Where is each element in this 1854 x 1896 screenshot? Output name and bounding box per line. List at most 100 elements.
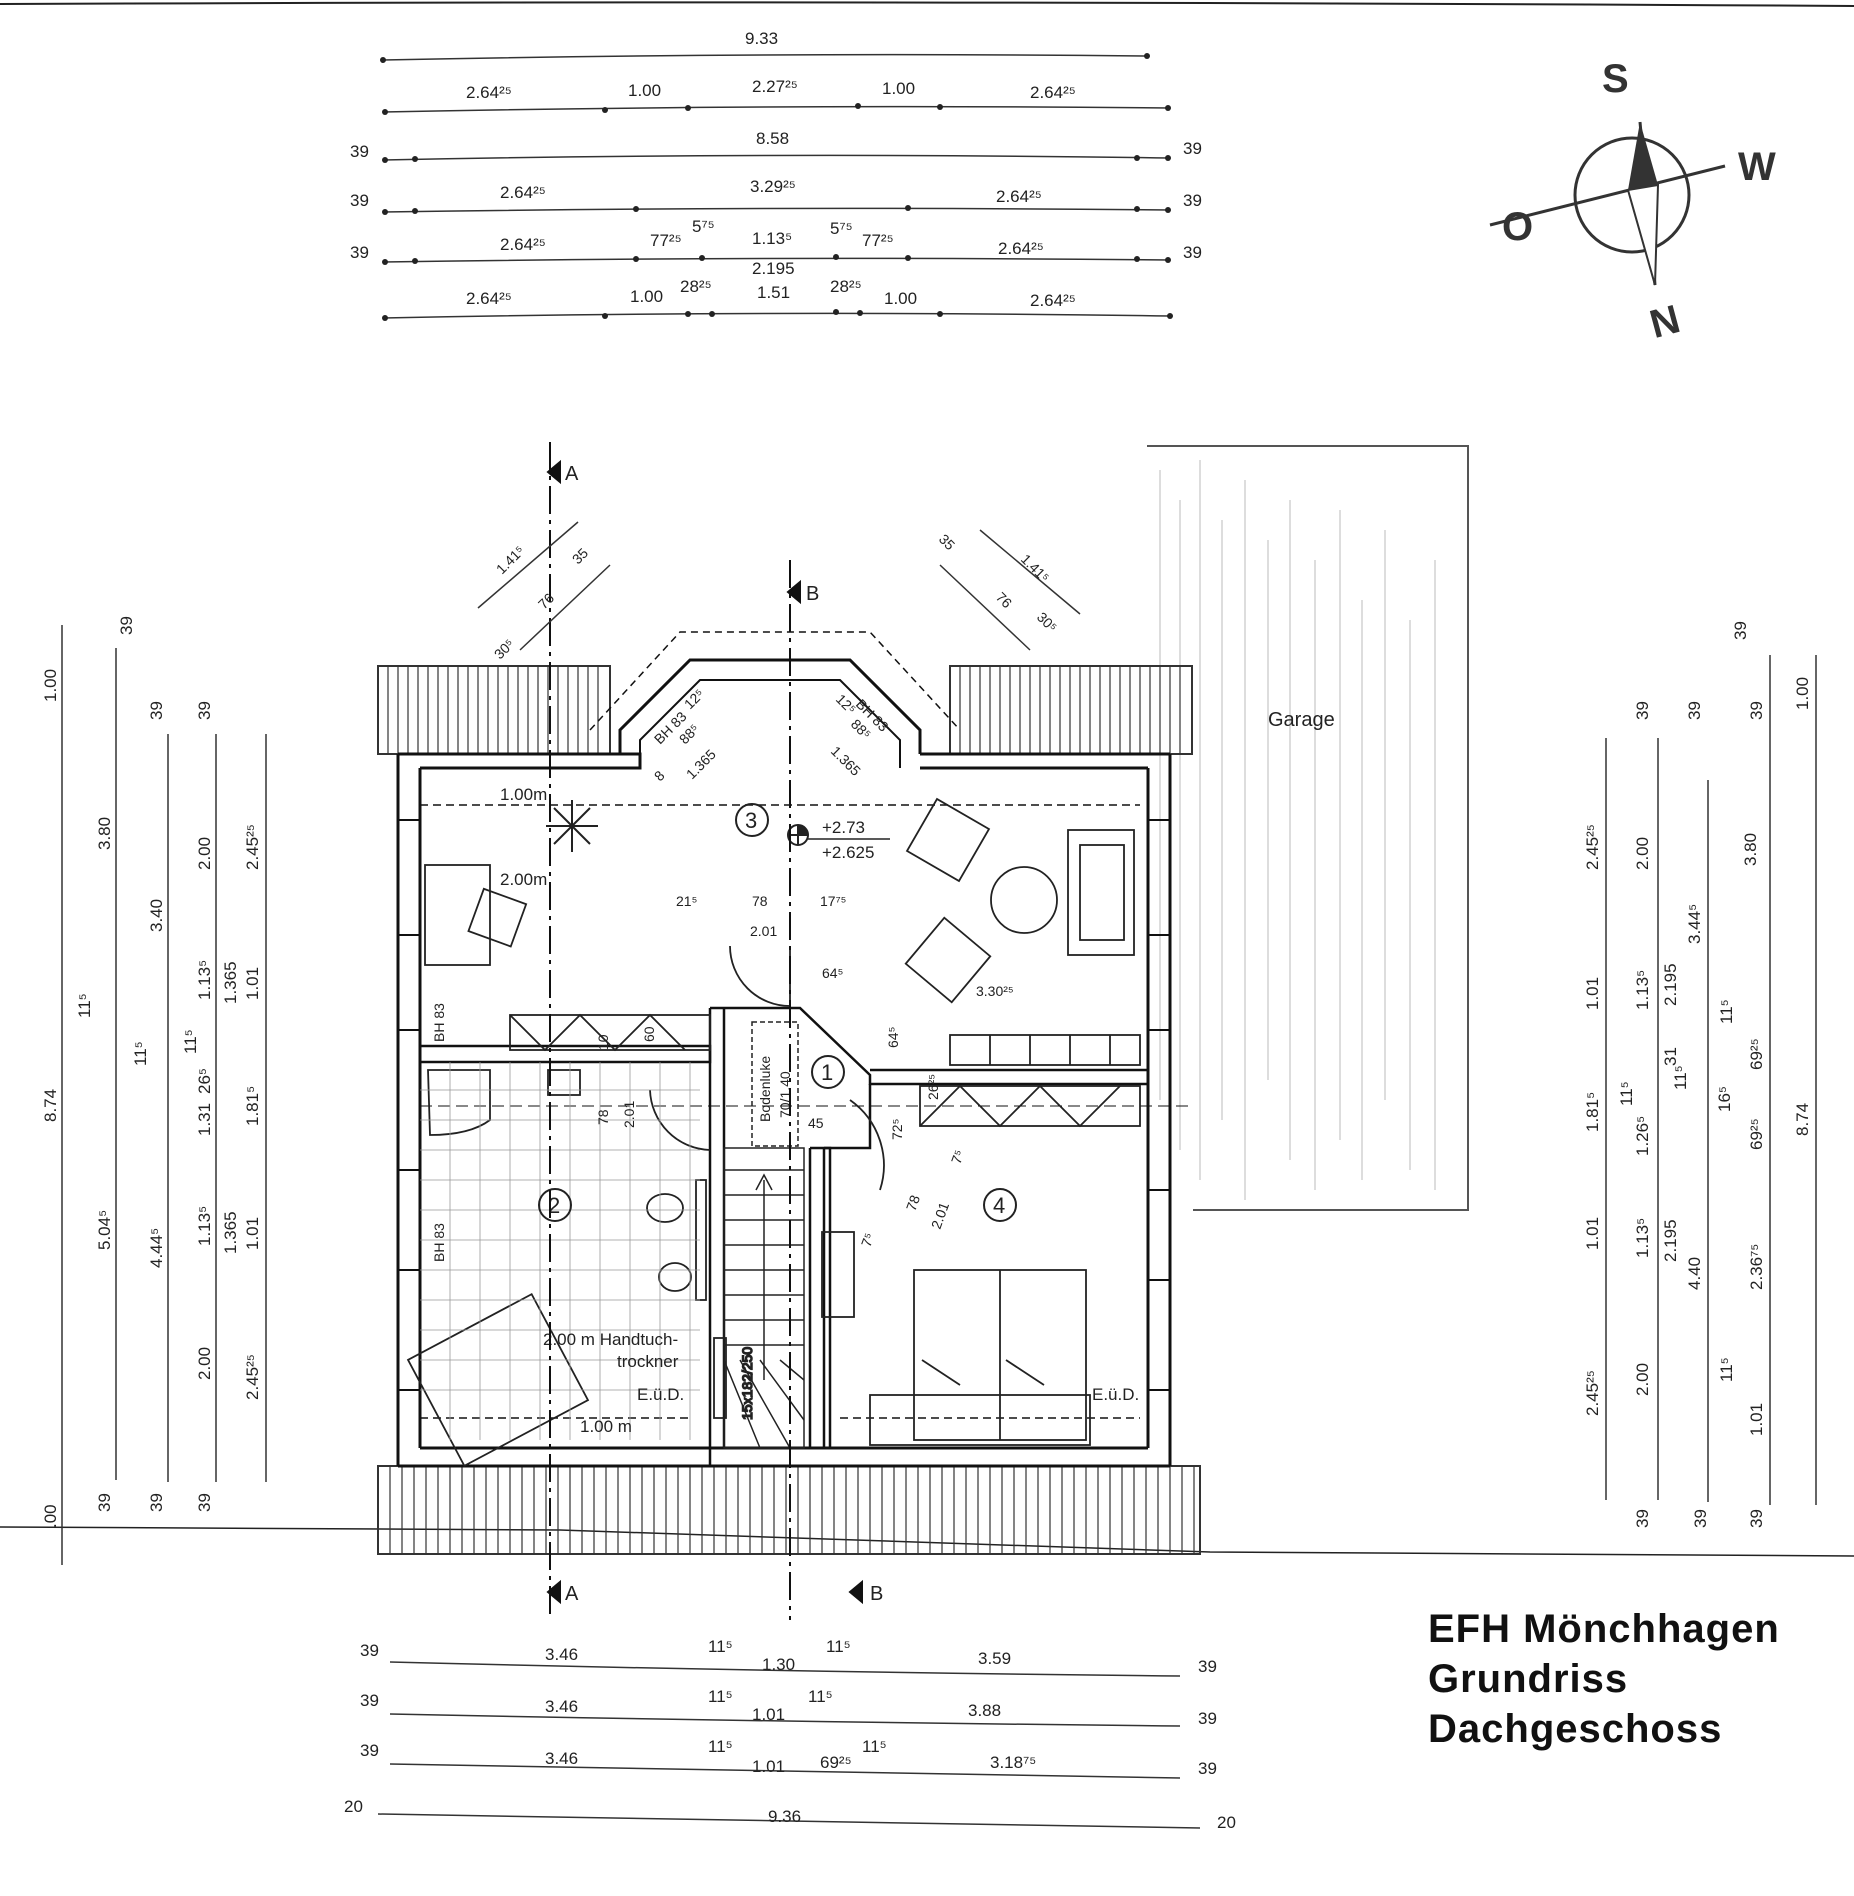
sink <box>547 1069 581 1096</box>
svg-text:1.30: 1.30 <box>762 1655 795 1674</box>
svg-text:7⁵: 7⁵ <box>948 1148 968 1166</box>
svg-text:1.13⁵: 1.13⁵ <box>195 960 214 1000</box>
light-fixture-icon <box>546 800 598 852</box>
svg-text:39: 39 <box>1633 701 1652 720</box>
svg-text:3.88: 3.88 <box>968 1701 1001 1720</box>
svg-text:69²⁵: 69²⁵ <box>820 1753 852 1772</box>
svg-text:39: 39 <box>1685 701 1704 720</box>
top-dim: 39 <box>1183 139 1202 158</box>
top-dim: 1.00 <box>884 289 917 308</box>
top-dim: 1.00 <box>628 81 661 100</box>
svg-text:3.46: 3.46 <box>545 1645 578 1664</box>
svg-text:12⁵: 12⁵ <box>681 686 707 712</box>
garage-area: Garage <box>1147 445 1469 1211</box>
svg-text:1.365: 1.365 <box>683 746 719 782</box>
svg-text:39: 39 <box>1747 701 1766 720</box>
top-dim: 2.64²⁵ <box>500 183 546 202</box>
svg-text:8.74: 8.74 <box>1793 1103 1812 1136</box>
section-labels: A A B B <box>565 463 883 1605</box>
bottom-dimension-labels: 39 3.46 11⁵ 1.30 11⁵ 3.59 39 39 3.46 11⁵… <box>344 1637 1236 1832</box>
svg-text:3.30²⁵: 3.30²⁵ <box>976 983 1014 999</box>
svg-text:39: 39 <box>1731 621 1750 640</box>
svg-text:39: 39 <box>195 1493 214 1512</box>
svg-text:2.00: 2.00 <box>1633 1363 1652 1396</box>
svg-text:60: 60 <box>641 1026 657 1042</box>
section-lines <box>546 442 863 1620</box>
page-border <box>0 1 1854 1557</box>
bidet <box>658 1262 692 1292</box>
svg-text:26²⁵: 26²⁵ <box>925 1074 941 1100</box>
svg-text:3.44⁵: 3.44⁵ <box>1685 904 1704 944</box>
window-height-label: BH 83 <box>431 1003 447 1042</box>
svg-text:39: 39 <box>1747 1509 1766 1528</box>
room-number-3: 3 <box>745 808 757 833</box>
desk <box>424 864 491 966</box>
svg-text:1.00: 1.00 <box>41 669 60 702</box>
svg-text:1.13⁵: 1.13⁵ <box>195 1206 214 1246</box>
top-dim: 2.64²⁵ <box>1030 291 1076 310</box>
garage-label: Garage <box>1268 709 1335 731</box>
plan-title-type: Grundriss <box>1428 1657 1629 1701</box>
compass-south-label: S <box>1602 57 1629 101</box>
svg-text:39: 39 <box>1198 1709 1217 1728</box>
svg-text:69²⁵: 69²⁵ <box>1747 1038 1766 1070</box>
svg-text:3.59: 3.59 <box>978 1649 1011 1668</box>
attic-hatch <box>751 1021 799 1147</box>
svg-text:1.13⁵: 1.13⁵ <box>1633 970 1652 1010</box>
compass-east-label: O <box>1502 205 1533 249</box>
svg-text:4.40: 4.40 <box>1685 1257 1704 1290</box>
svg-text:2.01: 2.01 <box>621 1101 637 1128</box>
top-dim: 2.64²⁵ <box>996 187 1042 206</box>
top-dim: 28²⁵ <box>830 277 862 296</box>
svg-text:2.01: 2.01 <box>928 1200 952 1231</box>
attic-hatch-label: Bodenluke <box>757 1056 773 1122</box>
svg-text:39: 39 <box>360 1691 379 1710</box>
top-dim: 8.58 <box>756 129 789 148</box>
svg-text:39: 39 <box>95 1493 114 1512</box>
round-table <box>990 866 1058 934</box>
room-number-2: 2 <box>548 1193 560 1218</box>
height-label: 2.00m <box>500 870 547 889</box>
bathtub <box>406 1292 590 1468</box>
top-dim: 39 <box>350 142 369 161</box>
svg-text:11⁵: 11⁵ <box>708 1687 733 1706</box>
svg-text:30⁵: 30⁵ <box>491 636 517 662</box>
right-dimension-lines <box>1605 655 1817 1505</box>
svg-text:64⁵: 64⁵ <box>822 965 843 981</box>
svg-text:39: 39 <box>1198 1657 1217 1676</box>
svg-text:11⁵: 11⁵ <box>181 1029 200 1054</box>
top-dim: 39 <box>1183 191 1202 210</box>
svg-text:11⁵: 11⁵ <box>708 1737 733 1756</box>
svg-text:1.01: 1.01 <box>752 1757 785 1776</box>
svg-text:5.04⁵: 5.04⁵ <box>95 1210 114 1250</box>
top-dim: 2.64²⁵ <box>466 289 512 308</box>
svg-text:1.365: 1.365 <box>221 961 240 1004</box>
svg-text:11⁵: 11⁵ <box>75 993 94 1018</box>
compass-rose-icon: S W O N <box>1489 57 1776 347</box>
svg-text:72⁵: 72⁵ <box>889 1119 905 1140</box>
section-a-top: A <box>565 463 579 485</box>
compass-west-label: W <box>1738 145 1776 189</box>
window-height-label: BH 83 <box>431 1223 447 1262</box>
svg-text:20: 20 <box>344 1797 363 1816</box>
right-dimension-labels: 2.45²⁵ 1.01 1.81⁵ 1.01 2.45²⁵ 39 2.00 1.… <box>1583 621 1812 1528</box>
svg-text:2.01: 2.01 <box>750 923 777 939</box>
staircase: 15x182/250 <box>723 1147 805 1449</box>
top-dim: 39 <box>350 191 369 210</box>
section-a-bottom: A <box>565 1583 579 1605</box>
svg-text:21⁵: 21⁵ <box>676 893 697 909</box>
svg-text:.00: .00 <box>41 1504 60 1528</box>
svg-text:1.41⁵: 1.41⁵ <box>493 542 528 577</box>
svg-text:2.195: 2.195 <box>1661 963 1680 1006</box>
svg-text:11⁵: 11⁵ <box>1671 1065 1690 1090</box>
interior-walls <box>420 804 1190 1466</box>
svg-text:3.40: 3.40 <box>147 899 166 932</box>
svg-text:1.81⁵: 1.81⁵ <box>1583 1092 1602 1132</box>
furniture <box>406 797 1141 1468</box>
section-b-bottom: B <box>870 1583 883 1605</box>
svg-text:11⁵: 11⁵ <box>131 1041 150 1066</box>
svg-text:31: 31 <box>1661 1047 1680 1066</box>
svg-text:1.00: 1.00 <box>1793 677 1812 710</box>
svg-text:1.01: 1.01 <box>243 967 262 1000</box>
